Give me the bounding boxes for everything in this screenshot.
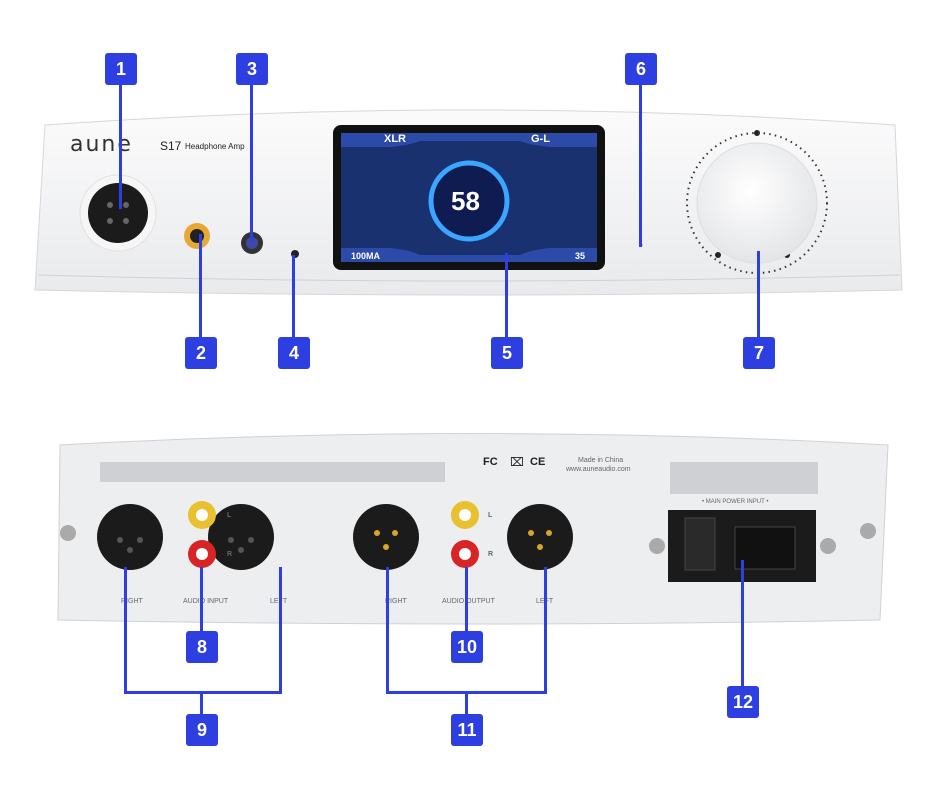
screen-input: XLR (384, 133, 406, 145)
cert-ce: CE (530, 456, 546, 468)
leader-line (386, 567, 389, 693)
subtitle-label: Headphone Amp (185, 142, 245, 151)
in-right-label: RIGHT (121, 598, 143, 605)
rca-out-r-label: R (488, 551, 494, 558)
brand-logo: aune (70, 132, 133, 157)
leader-line (200, 691, 203, 717)
callout-9: 9 (186, 714, 218, 746)
leader-line (124, 567, 127, 693)
in-left-label: LEFT (270, 598, 287, 605)
leader-line (292, 255, 295, 338)
leader-line (199, 234, 202, 338)
screen-temp: 35 (575, 251, 586, 261)
cert-weee-icon: ⌧ (510, 455, 524, 469)
out-right-label: RIGHT (385, 598, 407, 605)
screen-current: 100MA (351, 251, 381, 261)
leader-line (124, 691, 282, 694)
leader-line (200, 567, 203, 631)
leader-line (505, 253, 508, 338)
leader-line (250, 84, 253, 241)
audio-input-label: AUDIO INPUT (183, 598, 229, 605)
screen-gain: G-L (531, 133, 550, 145)
callout-2: 2 (185, 337, 217, 369)
callout-12: 12 (727, 686, 759, 718)
leader-line (741, 560, 744, 688)
callout-10: 10 (451, 631, 483, 663)
power-label: • MAIN POWER INPUT • (702, 499, 769, 505)
leader-line (544, 567, 547, 693)
rca-in-l-label: L (227, 512, 232, 519)
callout-8: 8 (186, 631, 218, 663)
callout-4: 4 (278, 337, 310, 369)
website: www.auneaudio.com (566, 466, 631, 473)
leader-line (465, 567, 468, 631)
model-label: S17 (160, 139, 182, 153)
screen-volume: 58 (451, 186, 480, 216)
leader-line (465, 691, 468, 717)
rca-in-r-label: R (227, 551, 233, 558)
leader-line (119, 84, 122, 209)
callout-3: 3 (236, 53, 268, 85)
audio-output-label: AUDIO OUTPUT (442, 598, 495, 605)
back-panel (57, 433, 889, 625)
callout-11: 11 (451, 714, 483, 746)
callout-1: 1 (105, 53, 137, 85)
leader-line (757, 251, 760, 338)
leader-line (279, 567, 282, 693)
leader-line (639, 84, 642, 247)
rca-out-l-label: L (488, 512, 493, 519)
made-in: Made in China (578, 457, 624, 464)
callout-6: 6 (625, 53, 657, 85)
callout-7: 7 (743, 337, 775, 369)
callout-5: 5 (491, 337, 523, 369)
cert-fc: FC (483, 456, 498, 468)
